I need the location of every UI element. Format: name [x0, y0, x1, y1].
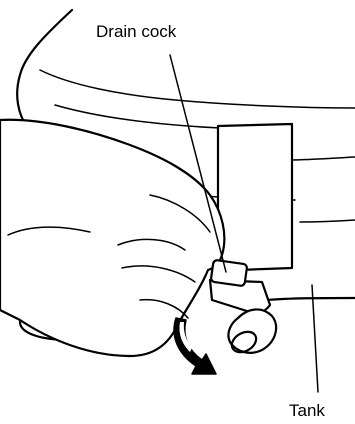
- tank-leader: [312, 285, 318, 392]
- drain-cock-valve: [210, 260, 276, 357]
- drain-cock-label: Drain cock: [96, 23, 176, 40]
- hand: [0, 120, 224, 356]
- tank-label: Tank: [289, 402, 325, 419]
- curved-arrow-down-icon: [174, 318, 216, 374]
